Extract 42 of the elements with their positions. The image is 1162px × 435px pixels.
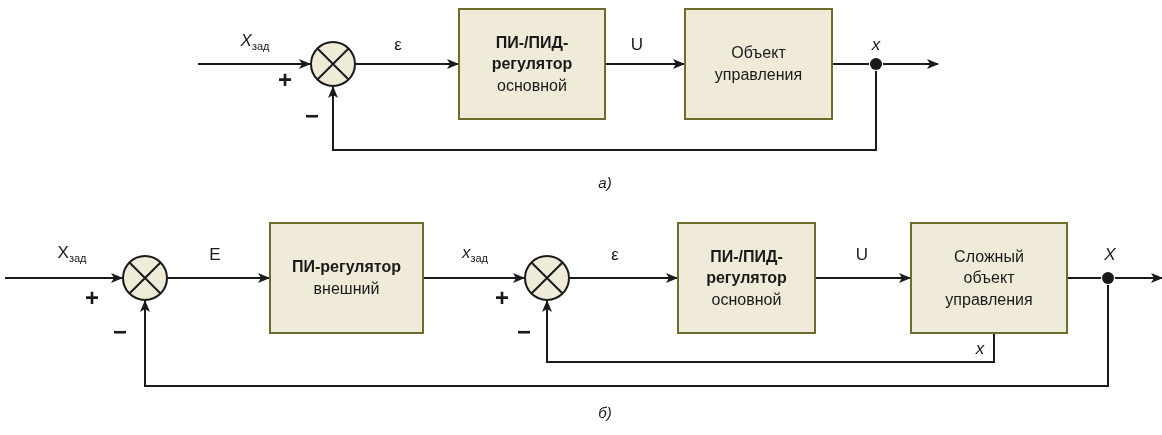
arrow <box>167 273 270 283</box>
summing-junction <box>122 255 168 301</box>
block-text: основной <box>497 75 567 96</box>
branch-point <box>870 58 882 70</box>
figure-caption: а) <box>598 174 612 190</box>
arrow <box>542 300 995 363</box>
block-box <box>910 222 1068 334</box>
arrow <box>569 273 678 283</box>
summing-junction <box>524 255 570 301</box>
branch-point <box>1102 272 1114 284</box>
figure-caption: б) <box>598 404 612 420</box>
arrow <box>355 59 459 69</box>
sign-label: + <box>85 286 99 310</box>
arrow <box>140 284 1109 387</box>
arrow <box>4 273 123 283</box>
arrow <box>882 59 939 69</box>
block-box <box>684 8 833 120</box>
block-text: Сложный объект управления <box>944 246 1034 310</box>
block-text: Объект управления <box>713 43 804 85</box>
block-box <box>458 8 606 120</box>
arrow <box>1114 273 1162 283</box>
edge-label: X$_{зад}$ <box>55 243 89 265</box>
block-text: внешний <box>313 279 380 299</box>
arrow <box>815 273 911 283</box>
block-text: основной <box>711 289 782 310</box>
sign-label: − <box>305 104 319 128</box>
edge-label: X$_{зад}$ <box>238 31 272 53</box>
sign-label: + <box>278 68 292 92</box>
sign-label: − <box>517 320 531 344</box>
block-box <box>269 222 424 334</box>
summing-junction <box>310 41 356 87</box>
signal-label: X <box>1104 245 1116 263</box>
signal-label: x <box>871 35 881 53</box>
block-box <box>677 222 816 334</box>
arrow <box>197 59 311 69</box>
block-title: ПИ-регулятор <box>292 257 401 278</box>
arrow <box>328 70 877 151</box>
arrow <box>423 273 525 283</box>
edge-label: E <box>207 245 223 263</box>
arrow <box>605 59 685 69</box>
sign-label: + <box>495 286 509 310</box>
sign-label: − <box>113 320 127 344</box>
